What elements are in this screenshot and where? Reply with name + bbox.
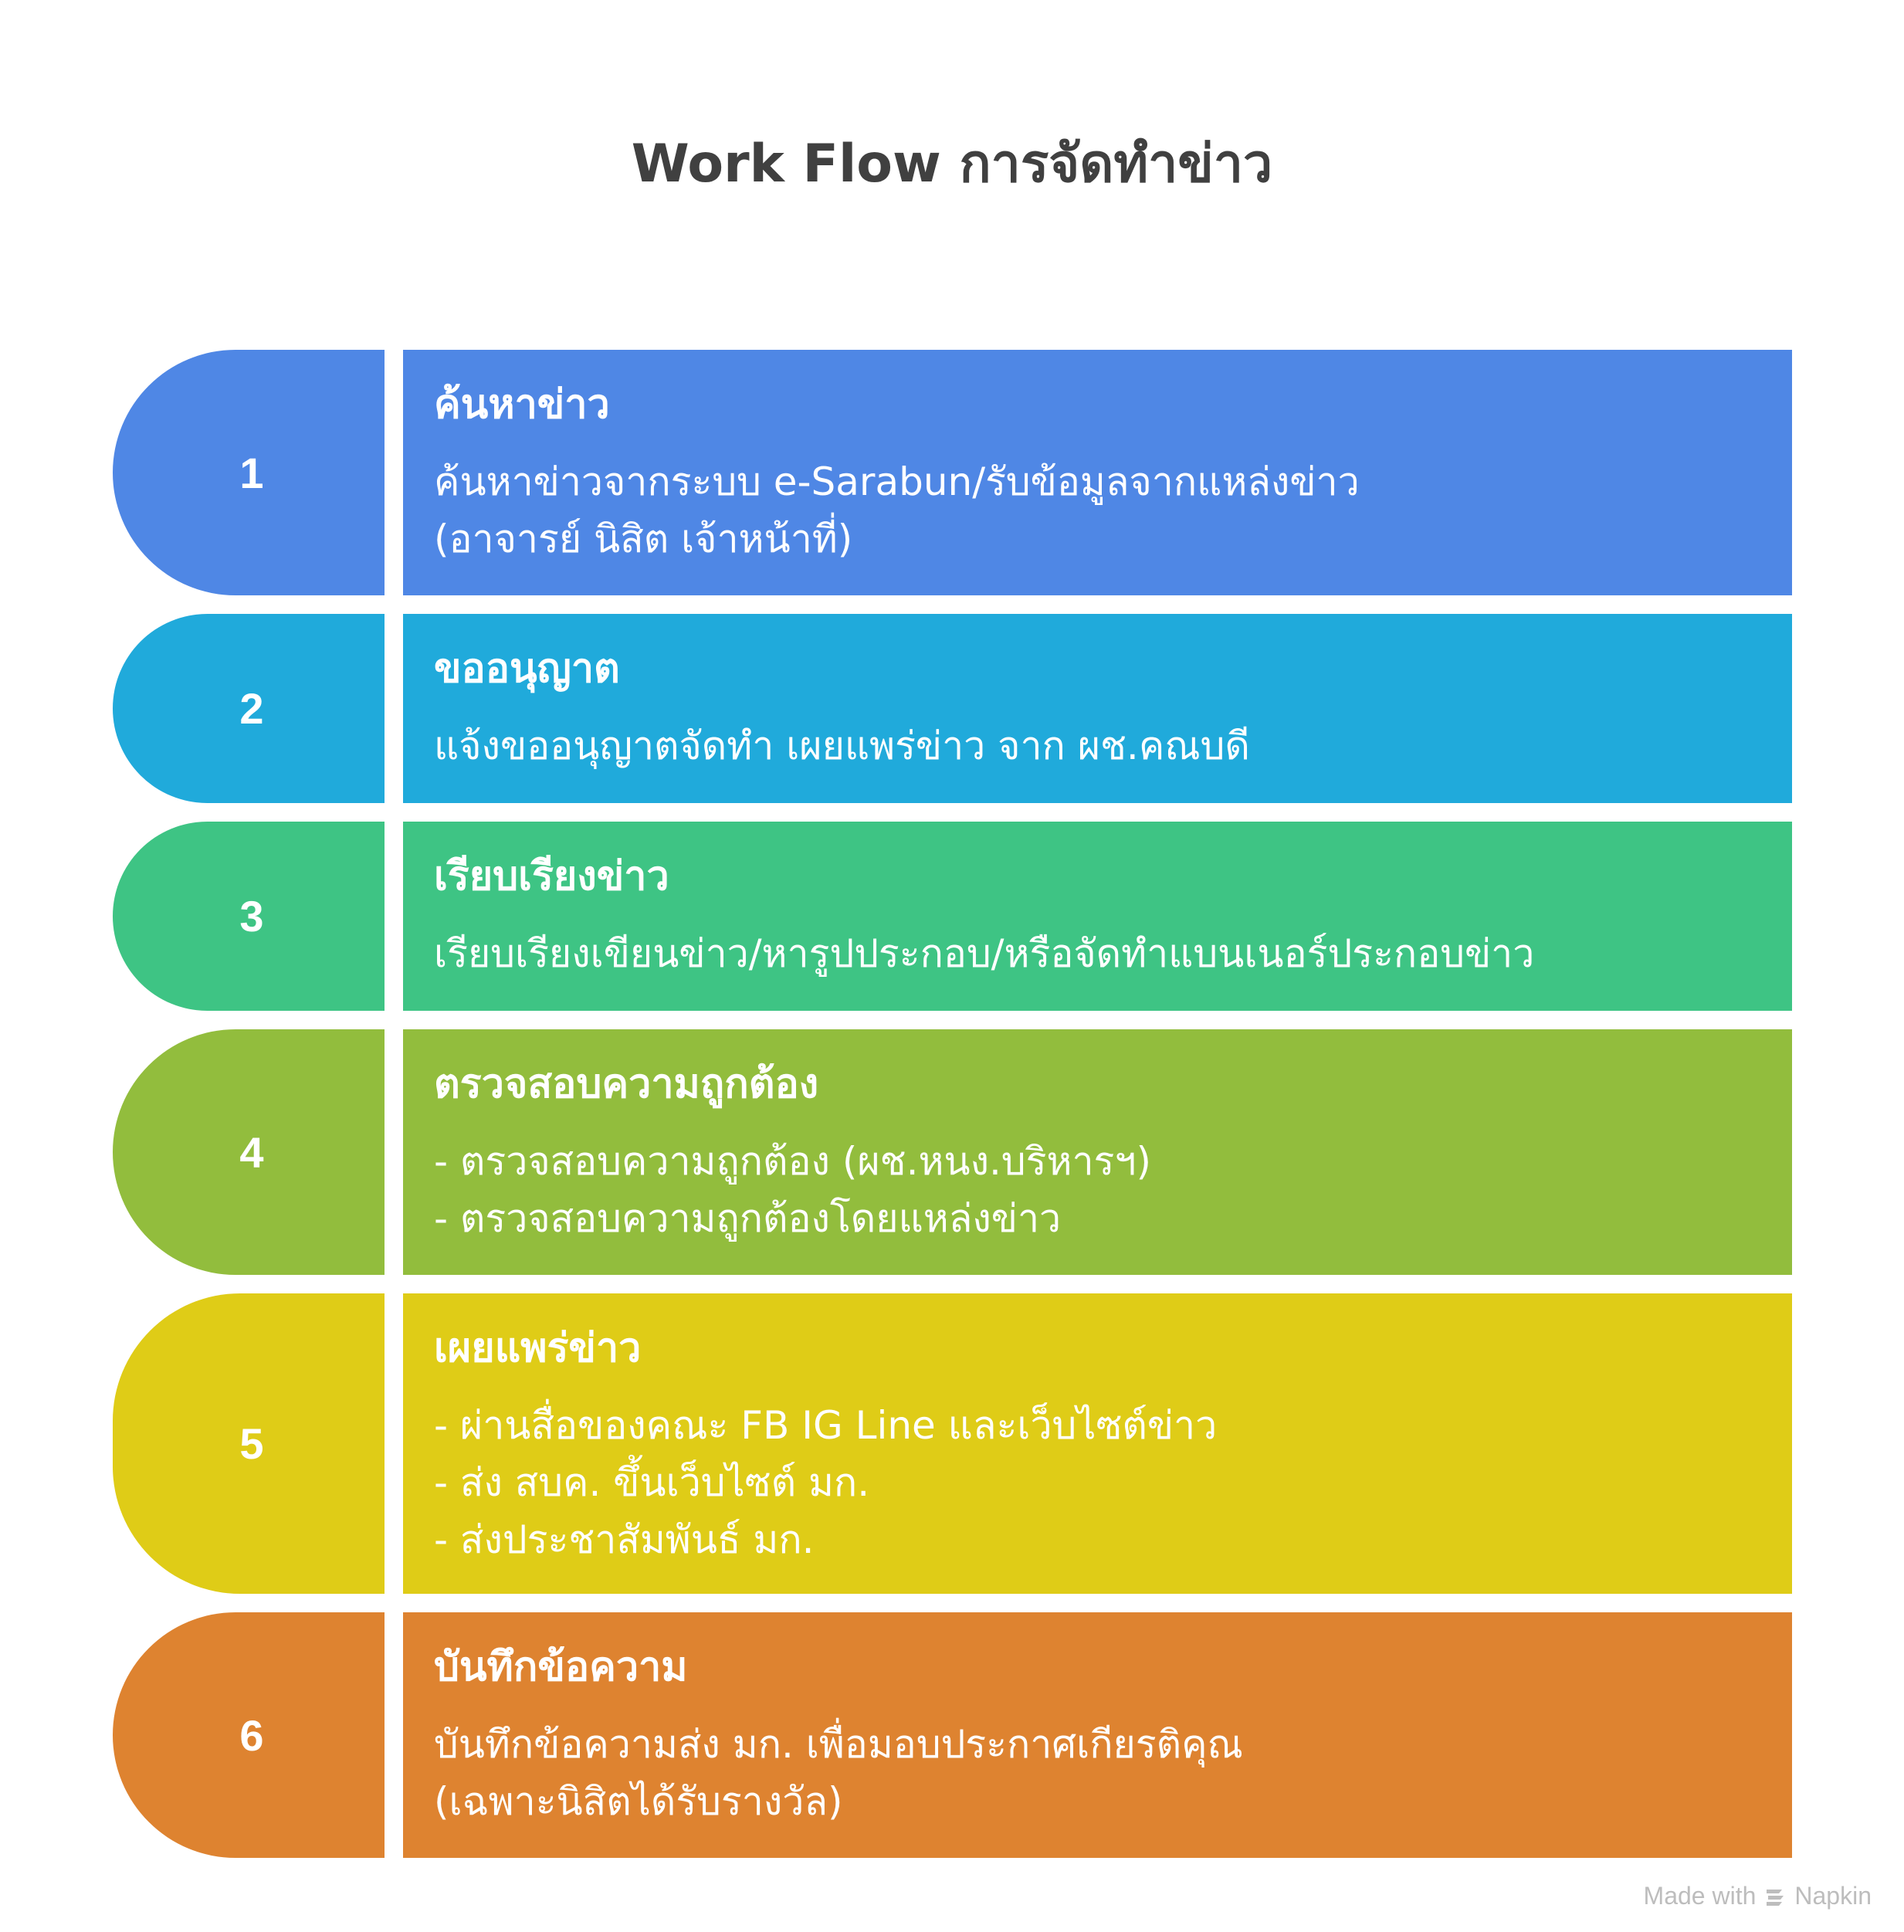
- workflow-step-4: 4 ตรวจสอบความถูกต้อง - ตรวจสอบความถูกต้อง …: [113, 1029, 1792, 1275]
- step-description: แจ้งขออนุญาตจัดทำ เผยแพร่ข่าว จาก ผช.คณบ…: [434, 717, 1761, 774]
- napkin-logo-icon: [1767, 1889, 1784, 1906]
- step-description: - ผ่านสื่อของคณะ FB IG Line และเว็บไซต์ข…: [434, 1397, 1761, 1568]
- watermark-prefix: Made with: [1643, 1882, 1757, 1910]
- step-description-line: - ส่งประชาสัมพันธ์ มก.: [434, 1517, 815, 1562]
- workflow-step-1: 1 ค้นหาข่าวค้นหาข่าวจากระบบ e-Sarabun/รับ…: [113, 350, 1792, 595]
- page-title: Work Flow การจัดทำข่าว: [631, 134, 1273, 195]
- step-description-line: (เฉพาะนิสิตได้รับรางวัล): [434, 1779, 843, 1824]
- workflow-step-6: 6 บันทึกข้อความบันทึกข้อความส่ง มก. เพื่อ…: [113, 1612, 1792, 1858]
- step-number-tab: 1: [113, 350, 385, 595]
- step-content: เผยแพร่ข่าว - ผ่านสื่อของคณะ FB IG Line แ…: [403, 1293, 1792, 1594]
- workflow-step-5: 5 เผยแพร่ข่าว - ผ่านสื่อของคณะ FB IG Line …: [113, 1293, 1792, 1594]
- step-number: 2: [239, 684, 264, 733]
- step-description-line: - ส่ง สบค. ขึ้นเว็บไซต์ มก.: [434, 1460, 870, 1505]
- step-description: ค้นหาข่าวจากระบบ e-Sarabun/รับข้อมูลจากแ…: [434, 453, 1761, 568]
- step-description: - ตรวจสอบความถูกต้อง (ผช.หนง.บริหารฯ) - ต…: [434, 1133, 1761, 1247]
- step-description-line: (อาจารย์ นิสิต เจ้าหน้าที่): [434, 517, 853, 561]
- step-description-line: เรียบเรียงเขียนข่าว/หารูปประกอบ/หรือจัดท…: [434, 931, 1535, 976]
- step-number: 3: [239, 892, 264, 941]
- step-title: บันทึกข้อความ: [434, 1644, 688, 1690]
- step-number-tab: 5: [113, 1293, 385, 1594]
- step-title: เรียบเรียงข่าว: [434, 853, 669, 900]
- step-number-tab: 6: [113, 1612, 385, 1858]
- step-content: ตรวจสอบความถูกต้อง - ตรวจสอบความถูกต้อง (…: [403, 1029, 1792, 1275]
- step-content: ขออนุญาตแจ้งขออนุญาตจัดทำ เผยแพร่ข่าว จา…: [403, 614, 1792, 803]
- step-description: เรียบเรียงเขียนข่าว/หารูปประกอบ/หรือจัดท…: [434, 925, 1761, 982]
- step-description-line: ค้นหาข่าวจากระบบ e-Sarabun/รับข้อมูลจากแ…: [434, 459, 1360, 504]
- step-description-line: - ผ่านสื่อของคณะ FB IG Line และเว็บไซต์ข…: [434, 1403, 1218, 1448]
- step-title: ตรวจสอบความถูกต้อง: [434, 1061, 819, 1107]
- step-content: ค้นหาข่าวค้นหาข่าวจากระบบ e-Sarabun/รับข…: [403, 350, 1792, 595]
- step-number-tab: 3: [113, 822, 385, 1011]
- step-title: ค้นหาข่าว: [434, 381, 610, 428]
- watermark-brand: Napkin: [1794, 1882, 1872, 1910]
- workflow-step-2: 2 ขออนุญาตแจ้งขออนุญาตจัดทำ เผยแพร่ข่าว จ…: [113, 614, 1792, 803]
- step-number: 6: [239, 1710, 264, 1760]
- step-content: เรียบเรียงข่าวเรียบเรียงเขียนข่าว/หารูปป…: [403, 822, 1792, 1011]
- step-number-tab: 4: [113, 1029, 385, 1275]
- watermark: Made with Napkin: [1644, 1882, 1872, 1910]
- step-content: บันทึกข้อความบันทึกข้อความส่ง มก. เพื่อม…: [403, 1612, 1792, 1858]
- step-title: เผยแพร่ข่าว: [434, 1325, 642, 1371]
- step-title: ขออนุญาต: [434, 646, 620, 692]
- step-number: 5: [239, 1419, 264, 1468]
- step-description-line: บันทึกข้อความส่ง มก. เพื่อมอบประกาศเกียร…: [434, 1722, 1243, 1767]
- step-number-tab: 2: [113, 614, 385, 803]
- step-number: 4: [239, 1127, 264, 1177]
- step-number: 1: [239, 448, 264, 497]
- step-description-line: แจ้งขออนุญาตจัดทำ เผยแพร่ข่าว จาก ผช.คณบ…: [434, 724, 1250, 768]
- step-description: บันทึกข้อความส่ง มก. เพื่อมอบประกาศเกียร…: [434, 1716, 1761, 1830]
- step-description-line: - ตรวจสอบความถูกต้องโดยแหล่งข่าว: [434, 1196, 1062, 1241]
- step-description-line: - ตรวจสอบความถูกต้อง (ผช.หนง.บริหารฯ): [434, 1139, 1151, 1184]
- workflow-step-3: 3 เรียบเรียงข่าวเรียบเรียงเขียนข่าว/หารูป…: [113, 822, 1792, 1011]
